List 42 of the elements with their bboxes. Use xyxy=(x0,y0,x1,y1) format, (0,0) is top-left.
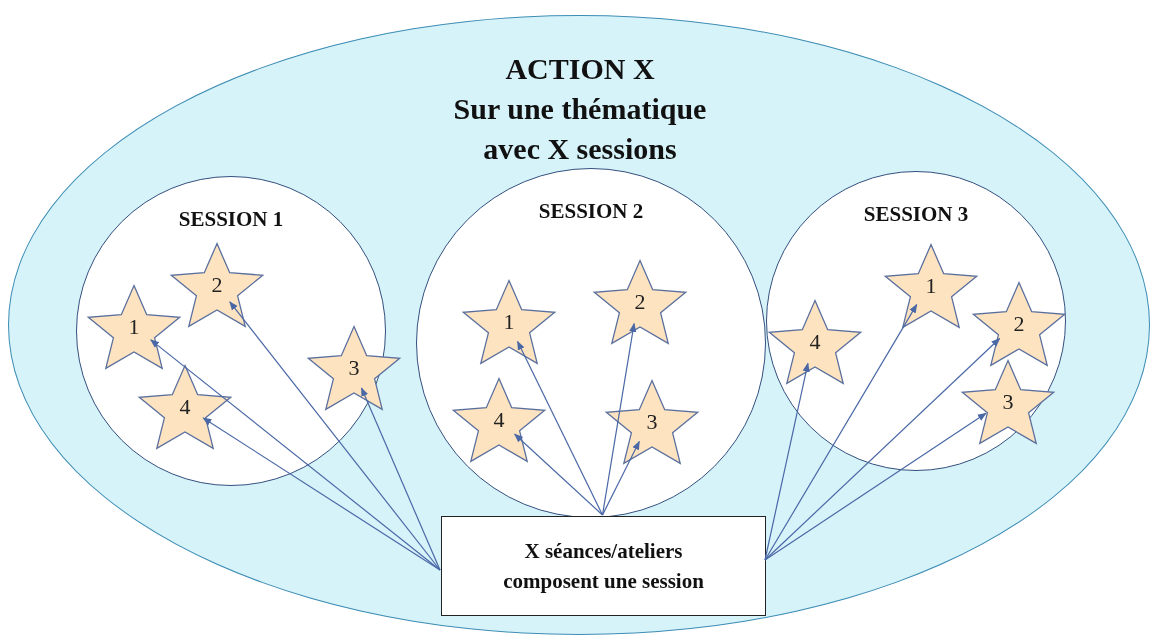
arrow xyxy=(764,303,918,561)
star-number: 1 xyxy=(502,311,516,334)
star xyxy=(604,378,700,466)
action-title: ACTION X xyxy=(504,51,656,87)
arrow xyxy=(601,440,640,516)
star-number: 4 xyxy=(492,409,506,432)
arrow xyxy=(517,340,604,516)
process-box xyxy=(441,516,766,616)
arrow xyxy=(202,417,441,571)
star xyxy=(137,363,233,451)
star xyxy=(461,278,557,366)
arrow xyxy=(764,362,810,561)
star xyxy=(169,241,265,329)
arrow xyxy=(514,433,604,516)
star-number: 4 xyxy=(808,331,822,354)
star xyxy=(86,283,182,371)
star xyxy=(767,298,863,386)
session-title: SESSION 1 xyxy=(177,207,285,232)
star xyxy=(971,280,1067,368)
star-number: 3 xyxy=(645,411,659,434)
star-number: 1 xyxy=(127,316,141,339)
star-number: 2 xyxy=(1012,313,1026,336)
star-number: 4 xyxy=(178,396,192,419)
arrow xyxy=(764,412,987,561)
arrow xyxy=(601,322,637,516)
arrow xyxy=(764,337,1001,561)
star xyxy=(960,358,1056,446)
star-number: 3 xyxy=(347,357,361,380)
star-number: 1 xyxy=(924,275,938,298)
star xyxy=(592,258,688,346)
star xyxy=(306,324,402,412)
session-title: SESSION 3 xyxy=(862,202,970,227)
star-number: 3 xyxy=(1001,391,1015,414)
session-title: SESSION 2 xyxy=(537,199,645,224)
box-text: X séances/ateliers composent une session xyxy=(502,538,705,595)
action-subtitle: Sur une thématique avec X sessions xyxy=(452,91,708,167)
arrow xyxy=(229,301,441,571)
star xyxy=(883,242,979,330)
star xyxy=(451,376,547,464)
star-number: 2 xyxy=(210,274,224,297)
star-number: 2 xyxy=(633,291,647,314)
arrow xyxy=(360,387,441,571)
